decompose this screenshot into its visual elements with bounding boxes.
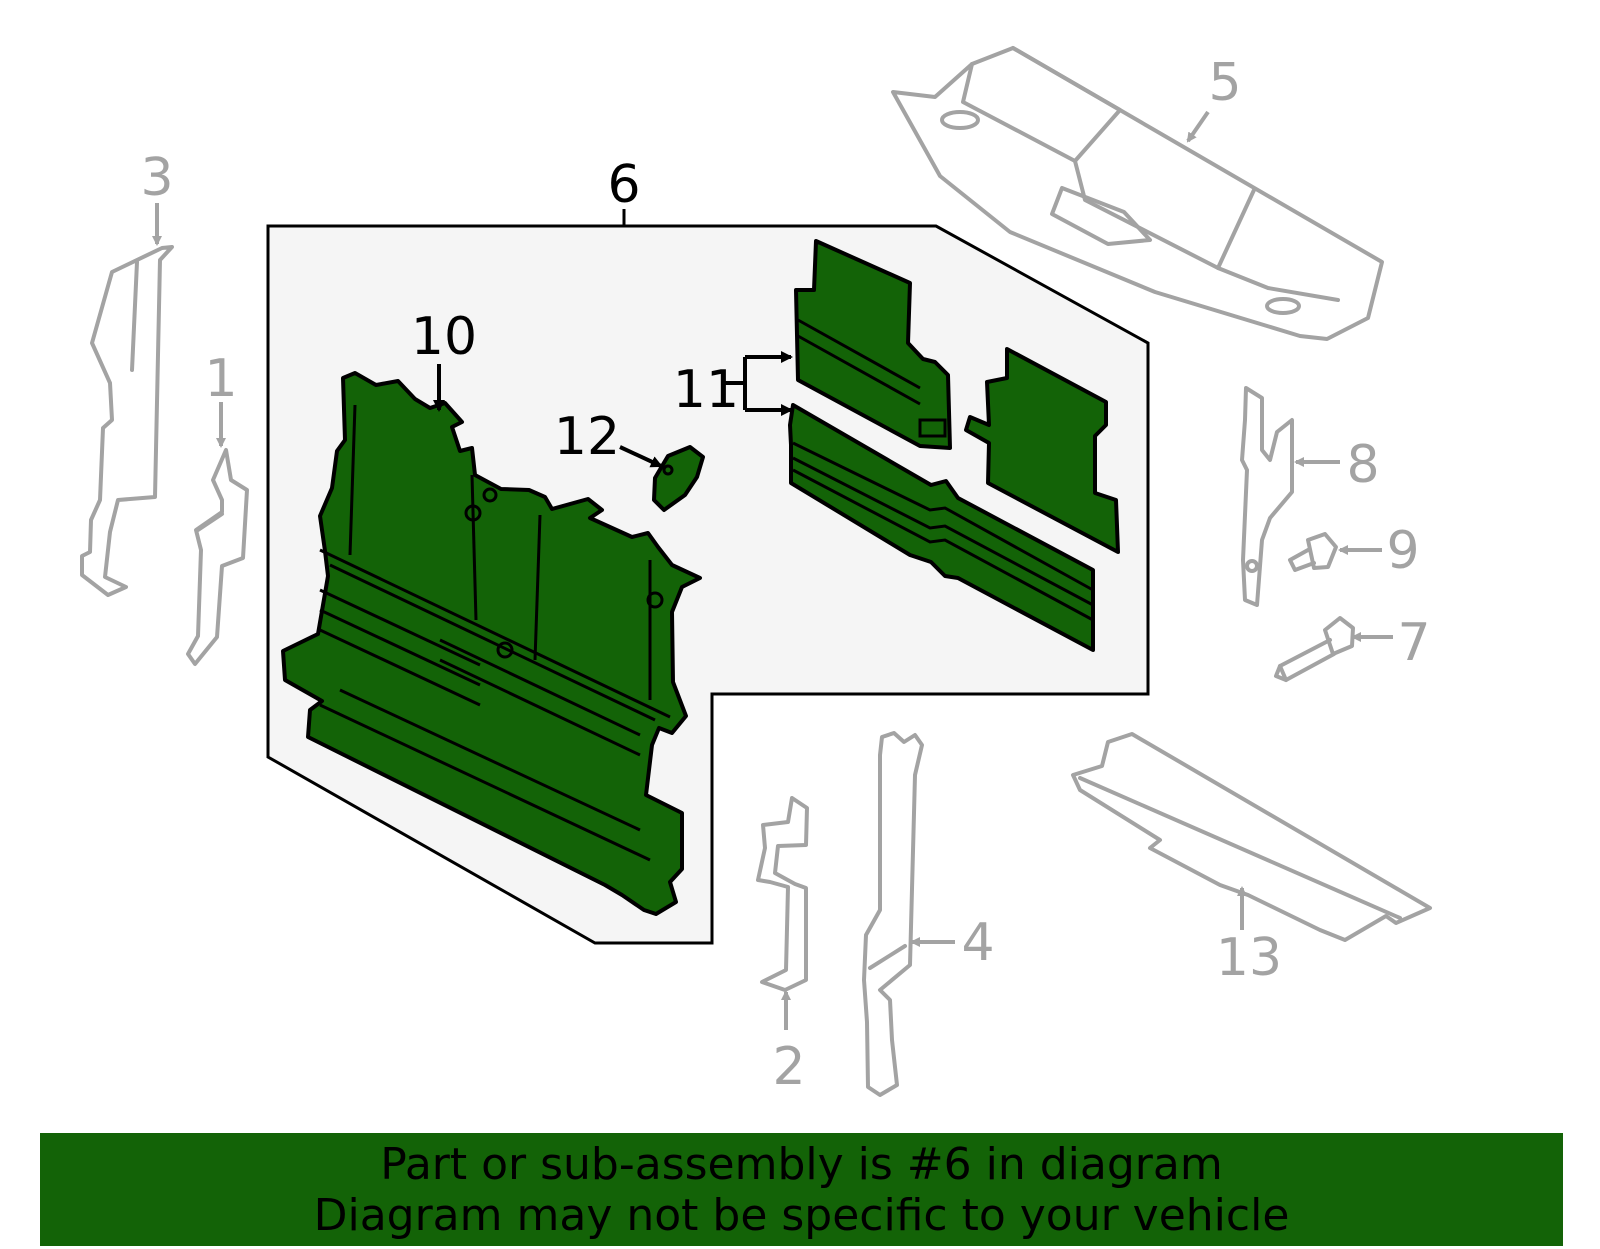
leader-5: [1186, 110, 1210, 143]
callout-11: 11: [673, 360, 739, 420]
callouts: 3 1 5 6 10 11 12 8 9 7 4 2 13: [140, 53, 1430, 1097]
callout-6: 6: [607, 155, 640, 215]
banner-line-1: Part or sub-assembly is #6 in diagram: [380, 1138, 1223, 1190]
part-3-left-deflector[interactable]: [80, 245, 174, 597]
part-4-bracket[interactable]: [862, 731, 924, 1097]
callout-2: 2: [772, 1037, 805, 1097]
callout-13: 13: [1216, 928, 1282, 988]
banner-line-2: Diagram may not be specific to your vehi…: [313, 1189, 1290, 1241]
callout-4: 4: [961, 913, 994, 973]
leader-12: [619, 445, 663, 468]
leader-lines: [152, 110, 1393, 1030]
part-2-bracket[interactable]: [756, 796, 809, 992]
callout-10: 10: [411, 307, 477, 367]
part-9-push-pin[interactable]: [1288, 532, 1338, 572]
part-8-bracket[interactable]: [1240, 386, 1294, 607]
part-1-bracket[interactable]: [186, 448, 249, 666]
callout-3: 3: [140, 148, 173, 208]
part-10-shutter-assembly[interactable]: [281, 371, 702, 916]
callout-7: 7: [1397, 613, 1430, 673]
part-7-bolt[interactable]: [1274, 616, 1355, 682]
part-11-air-deflectors[interactable]: [788, 239, 1120, 652]
callout-5: 5: [1208, 53, 1241, 113]
leader-11-bracket: [725, 357, 747, 410]
part-12-clip[interactable]: [652, 445, 705, 512]
part-5-radiator-cover[interactable]: [891, 46, 1384, 341]
callout-8: 8: [1346, 435, 1379, 495]
part-13-lower-shield[interactable]: [1071, 732, 1432, 942]
callout-1: 1: [204, 349, 237, 409]
info-banner: Part or sub-assembly is #6 in diagram Di…: [40, 1133, 1563, 1246]
callout-12: 12: [554, 407, 620, 467]
callout-9: 9: [1386, 521, 1419, 581]
